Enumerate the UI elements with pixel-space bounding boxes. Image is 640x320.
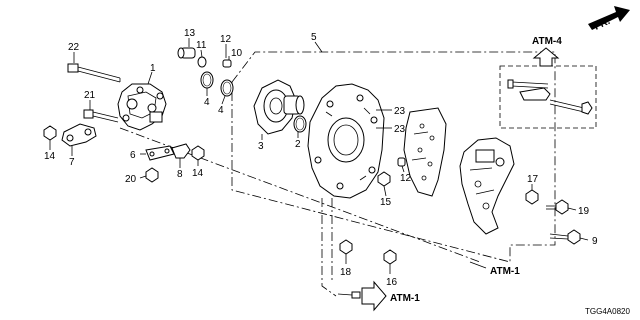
- callout-11: 11: [196, 40, 207, 51]
- leader-12b: [401, 165, 405, 173]
- bolt-19: [546, 199, 569, 215]
- callout-9: 9: [592, 236, 598, 247]
- callout-12b: 12: [400, 173, 412, 184]
- bolt-20: [145, 167, 159, 183]
- bolt-9: [549, 229, 581, 245]
- housing-cover: [307, 83, 385, 199]
- callout-17: 17: [527, 174, 539, 185]
- leader-15: [383, 185, 387, 197]
- leader-11: [200, 49, 203, 58]
- o-ring-11: [197, 56, 207, 68]
- valve-body: [459, 137, 515, 235]
- leader-9: [579, 237, 589, 241]
- callout-7: 7: [69, 157, 75, 168]
- callout-1: 1: [150, 63, 156, 74]
- leader-19: [567, 207, 577, 211]
- callout-19: 19: [578, 206, 590, 217]
- callout-18: 18: [340, 267, 352, 278]
- bolt-22: [67, 63, 121, 83]
- stator-shaft-3: [253, 79, 305, 135]
- bolt-14a: [43, 125, 57, 146]
- bolt-18: [339, 239, 353, 264]
- o-ring-4b-inner: [222, 81, 232, 95]
- leader-20: [139, 175, 147, 179]
- pump-body-1: [117, 83, 167, 131]
- plug-10: [222, 59, 232, 68]
- callout-14b: 14: [192, 168, 204, 179]
- callout-23a: 23: [394, 106, 406, 117]
- callout-21: 21: [84, 90, 96, 101]
- bracket-7: [61, 123, 97, 147]
- callout-12a: 12: [220, 34, 232, 45]
- chain-line-atm1-bottom: [321, 198, 337, 297]
- callout-20: 20: [125, 174, 137, 185]
- callout-8: 8: [177, 169, 183, 180]
- callout-2: 2: [295, 139, 301, 150]
- callout-5: 5: [311, 32, 317, 43]
- bolt-15: [377, 171, 391, 187]
- atm1-bottom-arrow: [361, 280, 387, 312]
- callout-4b: 4: [218, 105, 224, 116]
- clip-8: [171, 143, 191, 159]
- diagram-code: TGG4A0820: [585, 307, 630, 316]
- plug-12b: [397, 157, 406, 167]
- bolt-atm1-bottom: [337, 291, 361, 299]
- seal-ring-2-inner: [295, 117, 305, 131]
- callout-3: 3: [258, 141, 264, 152]
- leader-atm1: [469, 261, 487, 269]
- callout-15: 15: [380, 197, 392, 208]
- atm4-bracket: [507, 79, 593, 115]
- atm1-bottom-label: ATM-1: [390, 293, 420, 304]
- bolt-14b: [191, 145, 205, 166]
- callout-23b: 23: [394, 124, 406, 135]
- atm1-right-label: ATM-1: [490, 266, 520, 277]
- callout-4a: 4: [204, 97, 210, 108]
- callout-6: 6: [130, 150, 136, 161]
- callout-13: 13: [184, 28, 196, 39]
- leader-5: [314, 41, 323, 53]
- atm4-label: ATM-4: [532, 36, 562, 47]
- plate-6: [145, 145, 175, 161]
- callout-14a: 14: [44, 151, 56, 162]
- o-ring-4a-inner: [202, 73, 212, 87]
- callout-22: 22: [68, 42, 80, 53]
- leader-1: [147, 71, 153, 85]
- sleeve-13: [177, 47, 196, 59]
- atm4-arrow: [532, 47, 560, 67]
- callout-10: 10: [231, 48, 243, 59]
- front-direction-arrow: [588, 6, 630, 30]
- bolt-16: [383, 249, 397, 274]
- bolt-21: [83, 109, 119, 123]
- separator-plate: [403, 107, 447, 197]
- group-5-outline: [231, 51, 556, 263]
- leader-4b: [221, 95, 226, 105]
- bolt-17: [525, 189, 539, 205]
- callout-16: 16: [386, 277, 398, 288]
